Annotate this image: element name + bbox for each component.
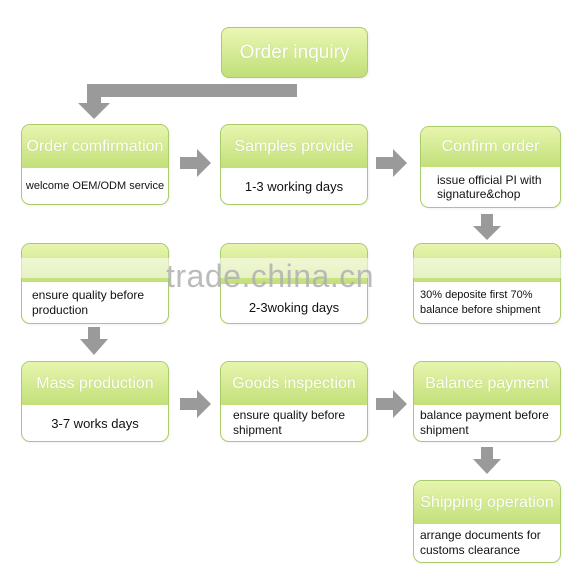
- quality-check-box: ensure quality before production: [21, 243, 169, 324]
- goods-inspection-box: Goods inspection ensure quality before s…: [220, 361, 368, 442]
- arrow-down-icon: [473, 214, 501, 240]
- arrow-down-icon: [80, 327, 108, 355]
- deposit-box: 30% deposite first 70% balance before sh…: [413, 243, 561, 324]
- order-confirmation-body: welcome OEM/ODM service: [22, 168, 168, 204]
- watermark: trade.china.cn: [166, 258, 375, 294]
- arrow-elbow-down-icon: [78, 84, 297, 119]
- quality-check-line-2: production: [32, 302, 89, 317]
- shipping-operation-box: Shipping operation arrange documents for…: [413, 480, 561, 563]
- shipping-operation-body: arrange documents for customs clearance: [414, 524, 560, 562]
- balance-payment-line-2: shipment: [420, 423, 469, 437]
- balance-payment-line-1: balance payment before: [420, 408, 549, 422]
- goods-inspection-line-2: shipment: [233, 423, 282, 437]
- goods-inspection-title: Goods inspection: [221, 362, 367, 405]
- samples-provide-line: 1-3 working days: [244, 178, 344, 194]
- balance-payment-box: Balance payment balance payment before s…: [413, 361, 561, 442]
- balance-payment-body: balance payment before shipment: [414, 405, 560, 441]
- arrow-right-icon: [376, 149, 407, 177]
- samples-provide-body: 1-3 working days: [221, 168, 367, 204]
- order-confirmation-title: Order comfirmation: [22, 125, 168, 168]
- balance-payment-title: Balance payment: [414, 362, 560, 405]
- arrow-right-icon: [180, 390, 211, 418]
- confirm-order-body: issue official PI with signature&chop: [421, 167, 560, 207]
- mass-production-body: 3-7 works days: [22, 405, 168, 441]
- confirm-order-line-1: issue official PI with: [437, 173, 542, 187]
- shipping-operation-line-1: arrange documents for: [420, 528, 541, 542]
- confirm-order-title: Confirm order: [421, 127, 560, 167]
- quality-check-body: ensure quality before production: [22, 282, 168, 323]
- deposit-body: 30% deposite first 70% balance before sh…: [414, 282, 560, 323]
- goods-inspection-body: ensure quality before shipment: [221, 405, 367, 441]
- arrow-right-icon: [180, 149, 211, 177]
- confirm-order-box: Confirm order issue official PI with sig…: [420, 126, 561, 208]
- shipping-operation-line-2: customs clearance: [420, 543, 521, 557]
- arrow-right-icon: [376, 390, 407, 418]
- goods-inspection-line-1: ensure quality before: [233, 408, 346, 422]
- prepare-materials-body: 2-3woking days: [221, 284, 367, 323]
- quality-check-line-1: ensure quality before: [32, 287, 145, 302]
- confirm-order-line-2: signature&chop: [437, 187, 521, 201]
- deposit-line-2: balance before shipment: [420, 303, 541, 316]
- mass-production-title: Mass production: [22, 362, 168, 405]
- order-inquiry-title: Order inquiry: [239, 41, 350, 63]
- mass-production-box: Mass production 3-7 works days: [21, 361, 169, 442]
- order-confirmation-box: Order comfirmation welcome OEM/ODM servi…: [21, 124, 169, 205]
- shipping-operation-title: Shipping operation: [414, 481, 560, 524]
- mass-production-line: 3-7 works days: [51, 415, 139, 431]
- deposit-line-1: 30% deposite first 70%: [420, 288, 533, 301]
- samples-provide-box: Samples provide 1-3 working days: [220, 124, 368, 205]
- samples-provide-title: Samples provide: [221, 125, 367, 168]
- order-inquiry-box: Order inquiry: [221, 27, 368, 78]
- order-confirmation-line: welcome OEM/ODM service: [25, 180, 165, 192]
- watermark-blur-band: [18, 258, 563, 278]
- arrow-down-icon: [473, 447, 501, 474]
- prepare-materials-line: 2-3woking days: [248, 300, 340, 315]
